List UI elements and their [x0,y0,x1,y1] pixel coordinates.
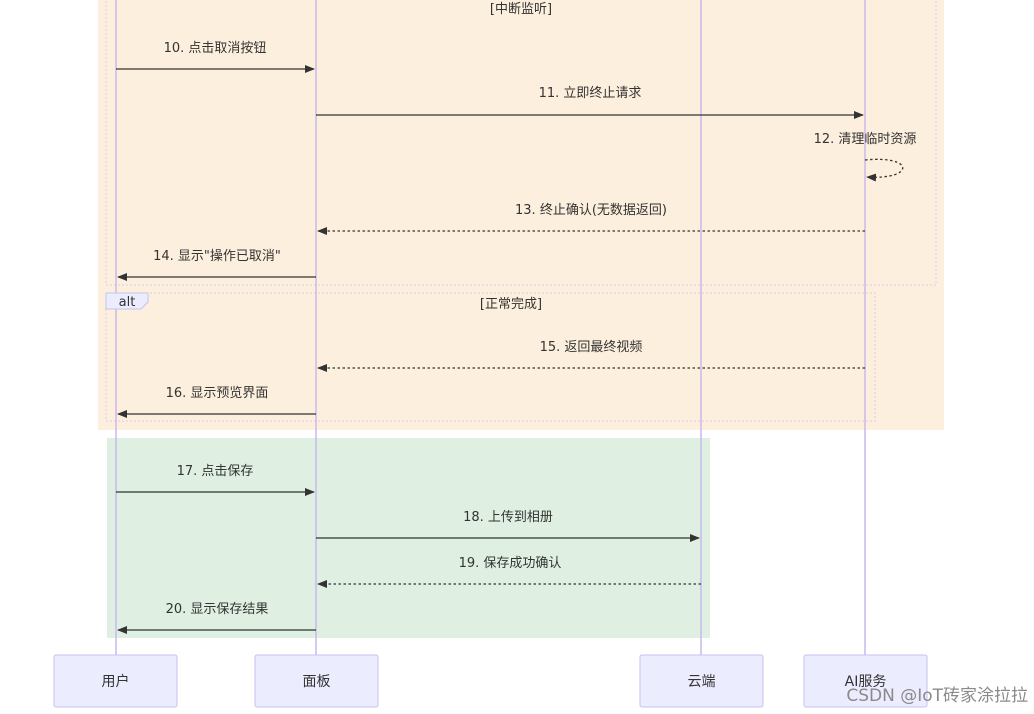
watermark: CSDN @IoT砖家涂拉拉 [846,686,1028,706]
message-label: 12. 清理临时资源 [814,132,917,147]
message-label: 13. 终止确认(无数据返回) [515,202,667,218]
actor-box-cloud [639,654,764,708]
alt-tag [105,292,149,310]
actor-label-panel: 面板 [303,674,331,690]
guard-interrupt: [中断监听] [490,2,552,17]
message-label: 17. 点击保存 [177,464,254,479]
message-label: 18. 上传到相册 [463,510,553,525]
normal-section-border [105,292,876,422]
message-label: 16. 显示预览界面 [166,385,269,401]
actor-box-panel [254,654,379,708]
actor-box-user [53,654,178,708]
alt-fragment-region [98,0,944,430]
actor-label-cloud: 云端 [688,674,716,690]
alt-tag-label: alt [119,295,136,310]
message-label: 10. 点击取消按钮 [164,41,267,56]
guard-normal: [正常完成] [480,297,542,312]
message-label: 20. 显示保存结果 [166,602,269,617]
message-label: 15. 返回最终视频 [540,339,643,355]
actor-label-user: 用户 [102,673,130,690]
message-label: 14. 显示"操作已取消" [153,248,281,264]
message-label: 19. 保存成功确认 [459,556,562,571]
self-loop-arrow [864,158,904,182]
actor-box-ai [803,654,928,708]
actor-label-ai: AI服务 [845,674,887,690]
message-label: 11. 立即终止请求 [539,85,642,101]
